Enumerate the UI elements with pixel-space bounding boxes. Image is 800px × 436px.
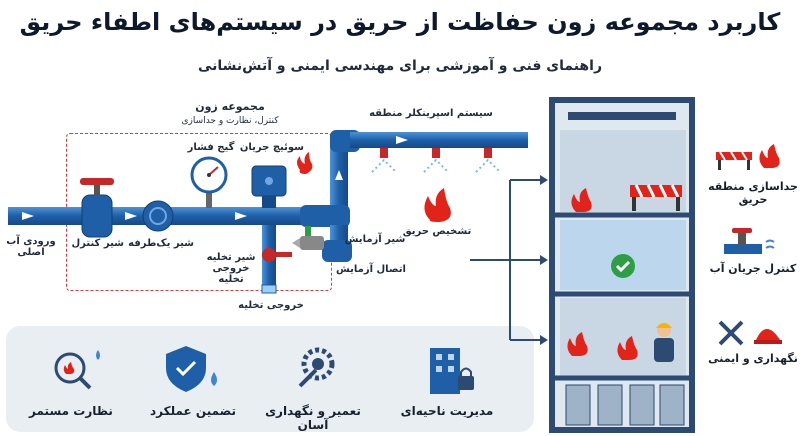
- valve-water-icon: [724, 228, 775, 254]
- riser-pipe: [330, 140, 348, 225]
- building-lock-icon: [430, 348, 474, 394]
- distribution-arrows: [470, 179, 540, 341]
- gear-wrench-icon: [298, 347, 335, 388]
- worker-icon: [654, 323, 674, 362]
- riser-elbow: [300, 205, 350, 227]
- test-valve-icon: [292, 226, 324, 250]
- feature-maintenance-label: تعمیر و نگهداری آسان: [265, 404, 361, 432]
- page-title: کاربرد مجموعه زون حفاظت از حریق در سیستم…: [19, 8, 781, 36]
- main-inlet-label: ورودی آب اصلی: [6, 236, 56, 258]
- control-valve-label: شیر کنترل: [71, 238, 125, 249]
- page-subtitle: راهنمای فنی و آموزشی برای مهندسی ایمنی و…: [197, 58, 603, 74]
- flow-switch-icon: [251, 165, 287, 208]
- flow-switch-fire-icon: [297, 152, 313, 174]
- fire-detection-label: تشخیص حریق: [402, 226, 472, 237]
- pressure-gauge-label: گیج فشار: [187, 142, 235, 153]
- sprinkler-head-icon: [423, 148, 449, 173]
- check-valve-label: شیر یک‌طرفه: [128, 238, 194, 249]
- flow-arrows: [22, 136, 408, 220]
- test-valve-label: شیر آزمایش: [344, 234, 406, 245]
- sprinkler-head-icon: [371, 148, 397, 173]
- sprinkler-head-icon: [475, 148, 501, 173]
- building-fire-icon: [617, 336, 638, 360]
- control-valve-icon: [80, 178, 114, 238]
- drain-valve-label: شیر تخلیه خروجی تخلیه: [206, 252, 256, 285]
- sprinkler-heads: [371, 148, 501, 173]
- shield-check-icon: [166, 346, 217, 392]
- zone-title: مجموعه زون: [195, 100, 265, 113]
- test-elbow: [322, 240, 352, 262]
- sprinkler-header-pipe: [350, 132, 528, 148]
- building-fire-icon: [571, 188, 592, 212]
- side-feature-flow-control: کنترل جریان آب: [709, 262, 797, 275]
- side-feature-isolation: جداسازی منطقه حریق: [708, 180, 798, 206]
- pressure-gauge-icon: [190, 156, 228, 208]
- distribution-arrowheads: [540, 175, 548, 345]
- side-feature-maintenance: نگهداری و ایمنی: [708, 352, 798, 365]
- feature-zone-management-label: مدیریت ناحیه‌ای: [400, 404, 494, 418]
- feature-performance-label: تضمین عملکرد: [150, 404, 236, 418]
- drain-valve-icon: [262, 248, 292, 262]
- monitor-search-icon: [54, 350, 100, 390]
- fire-detection-flame-icon: [424, 188, 451, 222]
- feature-monitoring-label: نظارت مستمر: [29, 404, 113, 418]
- zone-subtitle: کنترل، نظارت و جداسازی: [181, 116, 279, 126]
- building-fire-icon: [567, 332, 588, 356]
- barrier-fire-icon: [716, 144, 780, 170]
- drain-outlet-icon: [261, 284, 277, 294]
- drain-outlet-label: خروجی تخلیه: [238, 300, 304, 311]
- sprinkler-system-label: سیستم اسپرینکلر منطقه: [369, 108, 493, 119]
- tools-helmet-icon: [718, 320, 782, 346]
- check-valve-icon: [142, 200, 174, 232]
- test-connection-label: اتصال آزمایش: [336, 264, 406, 275]
- check-ok-icon: [611, 254, 635, 278]
- flow-switch-label: سوئیچ جریان: [239, 142, 304, 153]
